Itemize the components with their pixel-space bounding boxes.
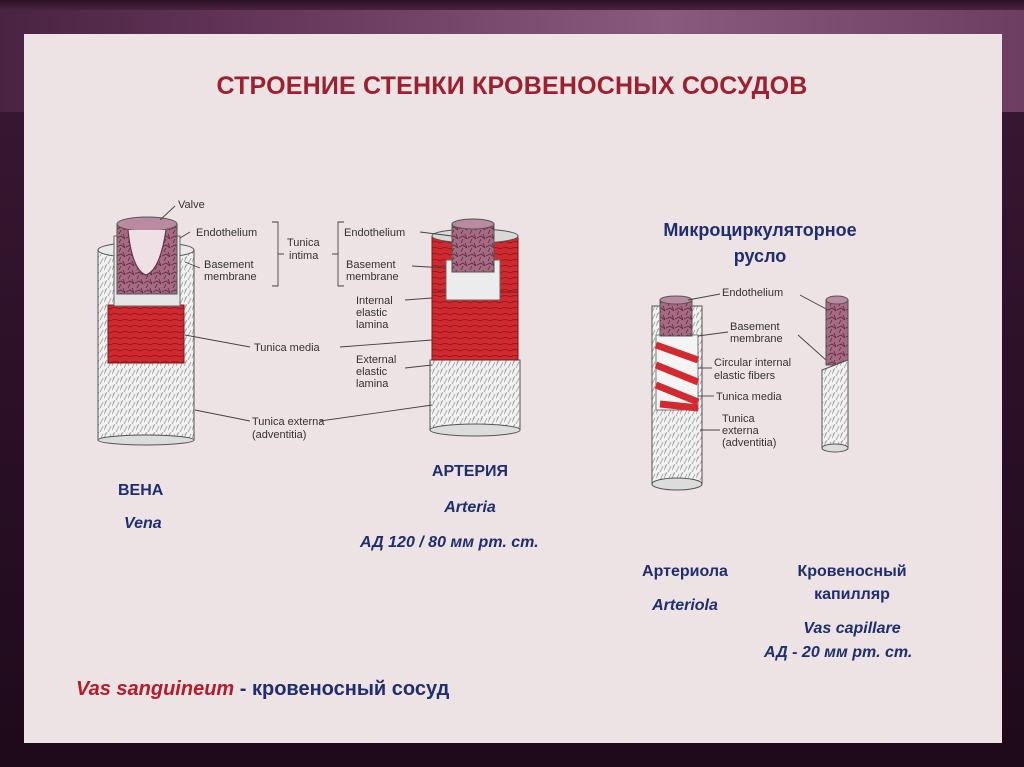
label-lamina-2: lamina — [356, 378, 389, 390]
label-elastic-2: elastic — [356, 366, 388, 378]
capillary-pressure: АД - 20 мм рт. ст. — [764, 644, 913, 661]
arteriole-label-ru: Артериола — [642, 563, 728, 580]
footer-russian: кровеносный сосуд — [251, 678, 450, 700]
footer-latin: Vas sanguineum — [76, 678, 235, 700]
label-adventitia-micro: (adventitia) — [722, 437, 776, 449]
label-membrane-artery: membrane — [346, 271, 399, 283]
label-tunica-media-micro: Tunica media — [716, 391, 783, 403]
label-basement-micro: Basement — [730, 321, 780, 333]
artery-pressure: АД 120 / 80 мм рт. ст. — [360, 534, 539, 551]
label-elastic-1: elastic — [356, 307, 388, 319]
leader-lines — [159, 205, 829, 431]
capillary-illustration — [821, 295, 849, 453]
label-basement-vein: Basement — [204, 259, 254, 271]
footer-separator: - — [234, 678, 252, 700]
capillary-label-lat: Vas capillare — [803, 620, 901, 637]
label-external: External — [356, 354, 396, 366]
vein-illustration — [97, 216, 195, 446]
slide-title: СТРОЕНИЕ СТЕНКИ КРОВЕНОСНЫХ СОСУДОВ — [216, 72, 808, 100]
label-circular-internal: Circular internal — [714, 357, 791, 369]
micro-title-line2: русло — [733, 246, 787, 266]
artery-label-lat: Arteria — [444, 499, 496, 516]
label-endothelium-micro: Endothelium — [722, 287, 783, 299]
label-tunica-media: Tunica media — [254, 342, 321, 354]
artery-illustration — [429, 218, 521, 437]
label-adventitia: (adventitia) — [252, 429, 306, 441]
label-lamina-1: lamina — [356, 319, 389, 331]
micro-title-line1: Микроциркуляторное — [663, 220, 857, 240]
label-tunica-micro: Tunica — [722, 413, 755, 425]
label-basement-artery: Basement — [346, 259, 396, 271]
label-endothelium-artery: Endothelium — [344, 227, 405, 239]
label-endothelium-vein: Endothelium — [196, 227, 257, 239]
artery-label-ru: АРТЕРИЯ — [431, 463, 509, 480]
label-tunica-externa: Tunica externa — [252, 416, 325, 428]
arteriole-label-lat: Arteriola — [652, 597, 718, 614]
label-valve: Valve — [178, 199, 205, 211]
footer-caption: Vas sanguineum - кровеносный сосуд — [76, 678, 449, 701]
capillary-label-ru-1: Кровеносный — [797, 563, 907, 580]
label-elastic-fibers: elastic fibers — [714, 370, 776, 382]
vein-label-lat: Vena — [124, 515, 162, 532]
vein-label-ru: ВЕНА — [118, 482, 164, 499]
label-externa-micro: externa — [722, 425, 760, 437]
label-internal: Internal — [356, 295, 393, 307]
arteriole-illustration — [651, 295, 703, 491]
label-membrane-vein: membrane — [204, 271, 257, 283]
label-membrane-micro: membrane — [730, 333, 783, 345]
label-intima: intima — [289, 250, 319, 262]
capillary-label-ru-2: капилляр — [814, 586, 890, 603]
label-tunica: Tunica — [287, 237, 320, 249]
